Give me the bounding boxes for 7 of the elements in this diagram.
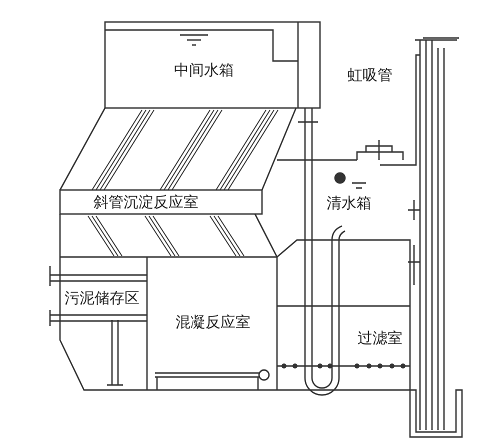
chamber-label: 斜管沉淀反应室: [94, 194, 198, 210]
chamber-label: 过滤室: [358, 330, 402, 346]
chamber-label: 清水箱: [326, 194, 372, 212]
chamber-label: 污泥储存区: [64, 290, 140, 306]
chamber-label: 混凝反应室: [176, 314, 250, 330]
chamber-label: 中间水箱: [174, 62, 234, 78]
part-label: 虹吸管: [348, 66, 392, 84]
